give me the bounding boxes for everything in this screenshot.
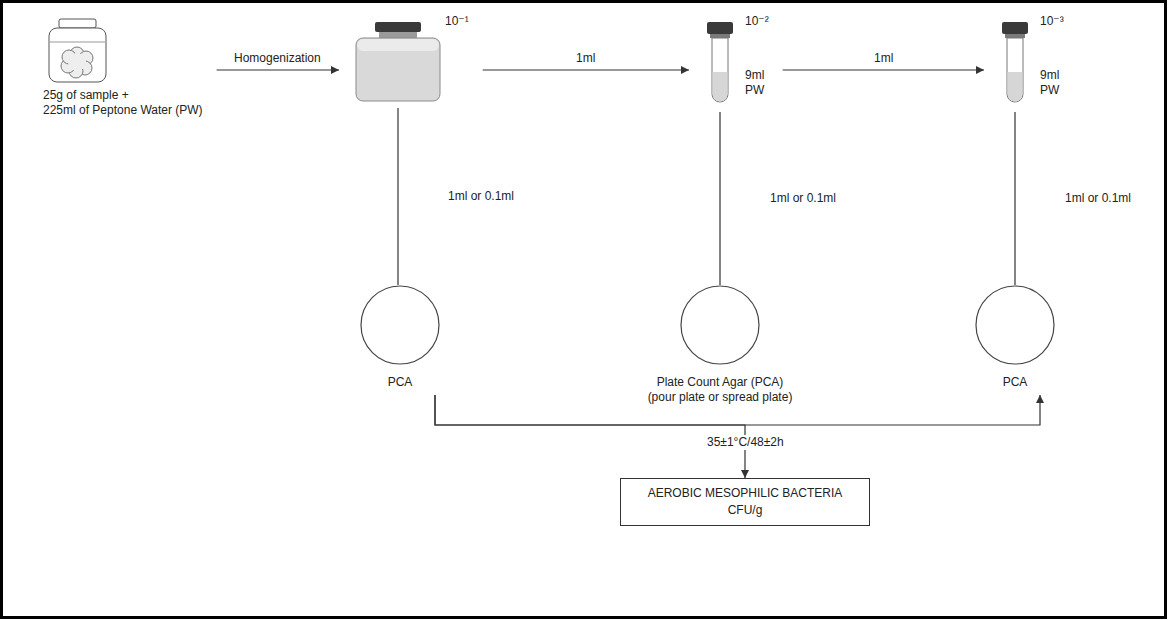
agar-plate: PCA <box>975 285 1055 365</box>
connector <box>435 395 745 478</box>
jar-body <box>49 28 106 82</box>
medium-label: PCA <box>388 375 413 390</box>
circle-symbol <box>680 285 760 365</box>
plate-outline <box>361 286 439 364</box>
diluent-volume: 9ml PW <box>745 68 764 98</box>
edge-label: 1ml <box>576 51 595 66</box>
edge-label: 1ml or 0.1ml <box>1065 191 1131 206</box>
plating-method: (pour plate or spread plate) <box>648 390 793 405</box>
edge-label: 35±1°C/48±2h <box>704 435 787 450</box>
connector <box>1014 112 1015 285</box>
connector <box>397 108 398 285</box>
bottle-cap <box>375 22 421 32</box>
connector <box>483 69 689 70</box>
tube-cap <box>707 22 733 34</box>
connector <box>719 112 720 285</box>
diluent-volume: 9ml PW <box>1040 68 1059 98</box>
tube-liquid <box>713 72 728 102</box>
edge-label: Homogenization <box>234 51 321 66</box>
jar-lid <box>59 19 96 28</box>
edge-label: 1ml or 0.1ml <box>448 189 514 204</box>
tube-symbol <box>998 22 1032 106</box>
edge-label: 1ml <box>874 51 893 66</box>
tube-rim <box>1005 34 1025 38</box>
plate-outline <box>681 286 759 364</box>
tube-liquid <box>1008 72 1023 102</box>
tube-body <box>712 38 728 102</box>
bottle-symbol <box>353 22 443 102</box>
circle-symbol <box>360 285 440 365</box>
liquid-surface <box>50 42 105 43</box>
sample-note: 225ml of Peptone Water (PW) <box>43 103 203 118</box>
sample-jar: 25g of sample +225ml of Peptone Water (P… <box>45 18 110 83</box>
dilution-bottle: 10⁻¹ <box>353 22 443 102</box>
agar-plate: PCA <box>360 285 440 365</box>
dilution-label: 10⁻³ <box>1040 14 1064 29</box>
jar-symbol <box>45 18 110 83</box>
sample-core <box>68 53 86 71</box>
tube-body <box>1007 38 1023 102</box>
bottle-neck <box>379 32 417 38</box>
edge-label: 1ml or 0.1ml <box>770 191 836 206</box>
tube-rim <box>710 34 730 38</box>
tube-symbol <box>703 22 737 106</box>
bottle-body <box>356 38 440 101</box>
sample-note: 25g of sample + <box>43 88 129 103</box>
result-box: AEROBIC MESOPHILIC BACTERIACFU/g <box>620 478 870 526</box>
circle-symbol <box>975 285 1055 365</box>
medium-label: PCA <box>1003 375 1028 390</box>
result-unit: CFU/g <box>637 502 853 519</box>
agar-plate: Plate Count Agar (PCA)(pour plate or spr… <box>680 285 760 365</box>
plate-outline <box>976 286 1054 364</box>
connector <box>217 69 339 70</box>
dilution-label: 10⁻¹ <box>445 14 469 29</box>
bottle-highlight <box>357 39 439 51</box>
connector <box>783 69 984 70</box>
dilution-tube: 10⁻³9ml PW <box>998 22 1032 106</box>
tube-cap <box>1002 22 1028 34</box>
dilution-tube: 10⁻²9ml PW <box>703 22 737 106</box>
result-title: AEROBIC MESOPHILIC BACTERIA <box>637 485 853 502</box>
medium-label: Plate Count Agar (PCA) <box>657 375 784 390</box>
dilution-label: 10⁻² <box>745 14 769 29</box>
